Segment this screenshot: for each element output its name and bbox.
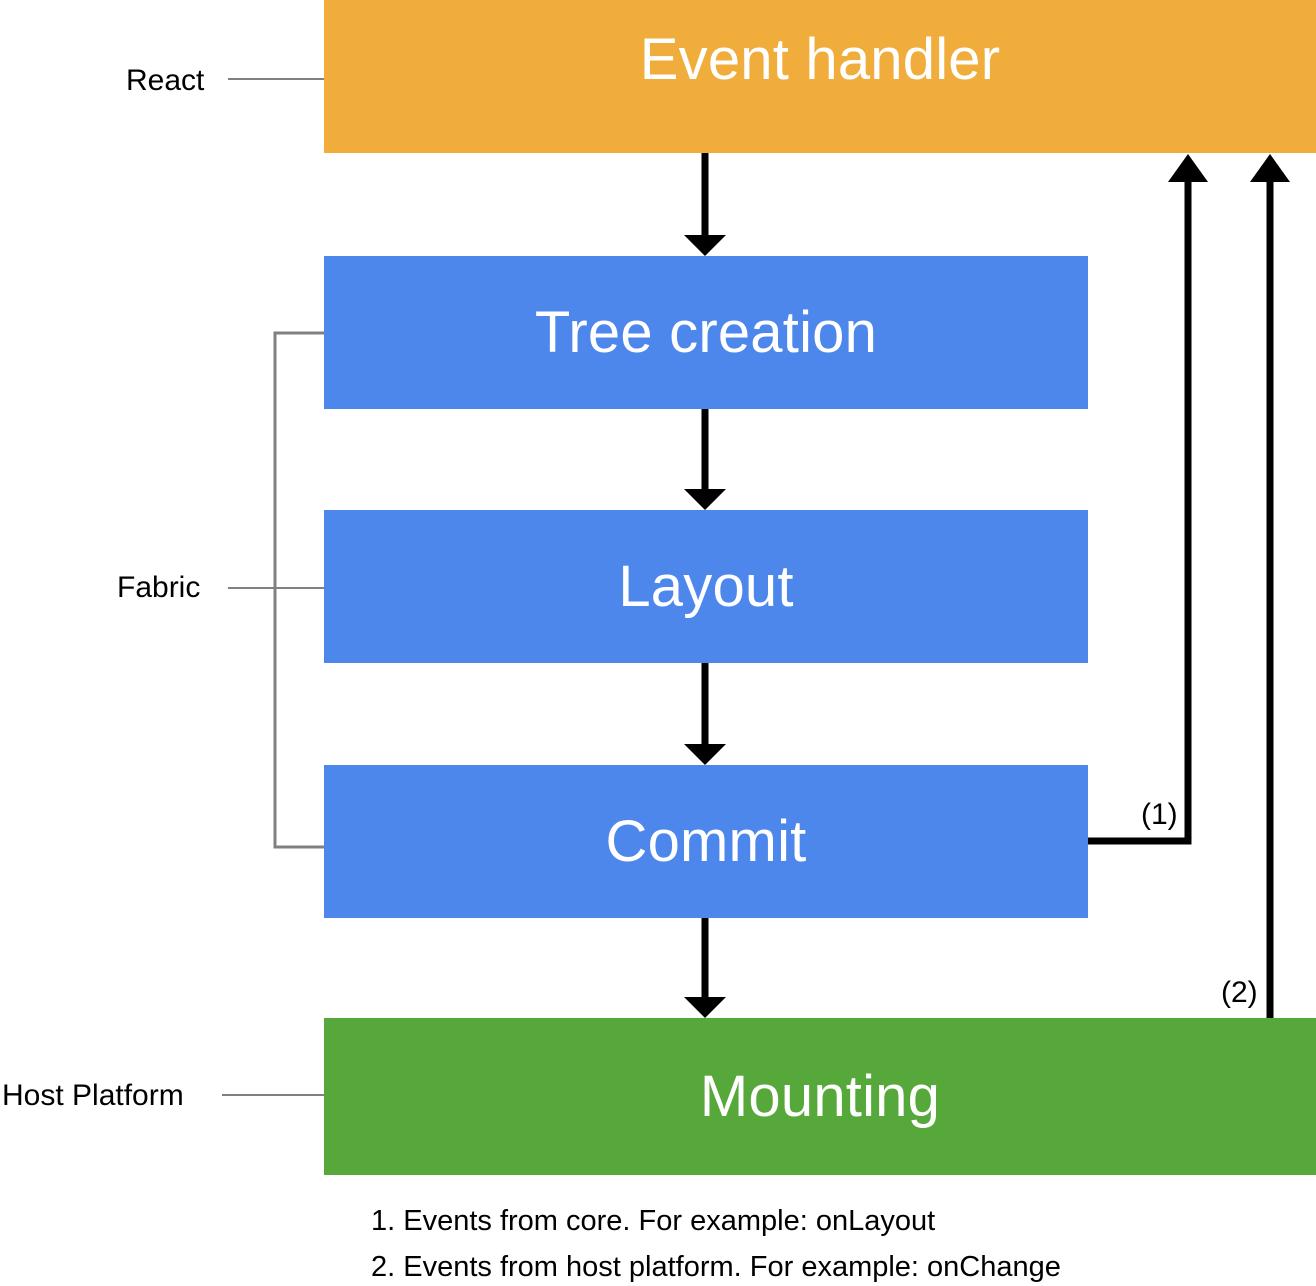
reference-marker-2: (2) [1221,976,1258,1009]
layer-label-fabric: Fabric [117,571,201,604]
footnote-1: 1. Events from core. For example: onLayo… [371,1205,936,1237]
box-mounting-label: Mounting [699,1063,941,1129]
footnote-2: 2. Events from host platform. For exampl… [371,1251,1061,1283]
box-mounting[interactable]: Mounting [324,1018,1316,1175]
layer-label-host-platform: Host Platform [2,1079,184,1112]
bracket-fabric [228,331,324,849]
arrow-layout-to-commit [684,663,726,765]
layer-label-react: React [126,64,205,97]
reference-marker-1: (1) [1141,798,1178,831]
box-event-handler[interactable]: Event handler [324,0,1316,153]
arrow-event-handler-to-tree-creation [684,153,726,256]
box-tree-creation[interactable]: Tree creation [324,256,1088,409]
box-tree-creation-label: Tree creation [534,299,878,365]
box-layout[interactable]: Layout [324,510,1088,663]
arrow-mounting-to-event-handler-ref2 [1250,154,1290,1018]
arrow-commit-to-event-handler-ref1 [1088,154,1208,845]
box-event-handler-label: Event handler [639,26,1001,92]
arrow-tree-creation-to-layout [684,409,726,510]
box-commit[interactable]: Commit [324,765,1088,918]
box-layout-label: Layout [618,553,794,619]
arrow-commit-to-mounting [684,918,726,1018]
box-commit-label: Commit [605,808,807,874]
